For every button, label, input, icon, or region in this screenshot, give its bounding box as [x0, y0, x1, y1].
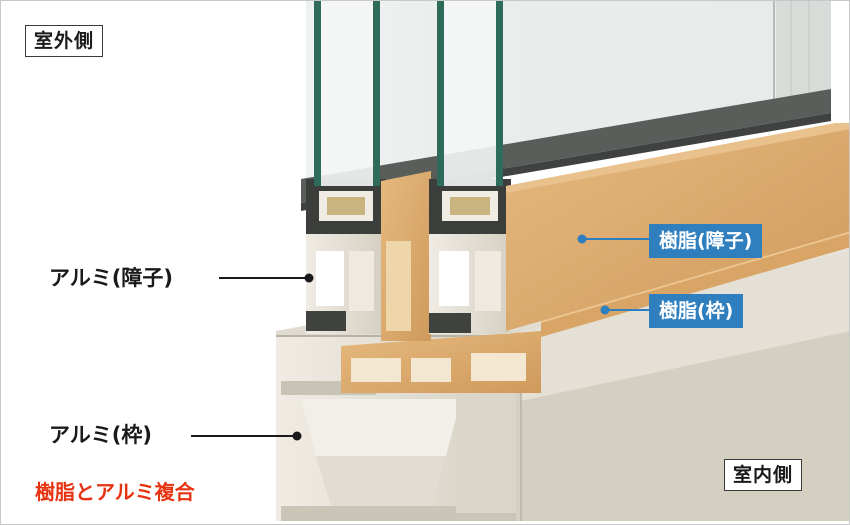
leader-lines	[191, 273, 314, 441]
outdoor-side-label: 室外側	[25, 25, 104, 57]
left-sash-profile	[306, 171, 431, 341]
callout-leaders	[577, 234, 649, 315]
resin-frame-callout: 樹脂(枠)	[649, 294, 744, 328]
composite-note: 樹脂とアルミ複合	[35, 480, 195, 504]
leader-dot-resin-frame	[600, 305, 610, 315]
glass-edges	[314, 1, 503, 186]
aluminum-frame-label: アルミ(枠)	[49, 423, 152, 447]
leader-dot-resin-sash	[577, 234, 587, 244]
aluminum-sash-label: アルミ(障子)	[49, 266, 173, 290]
resin-sash-callout: 樹脂(障子)	[649, 224, 763, 258]
leader-dot-aluminum-sash	[304, 273, 314, 283]
indoor-side-label: 室内側	[724, 459, 803, 491]
leader-dot-aluminum-frame	[292, 431, 302, 441]
